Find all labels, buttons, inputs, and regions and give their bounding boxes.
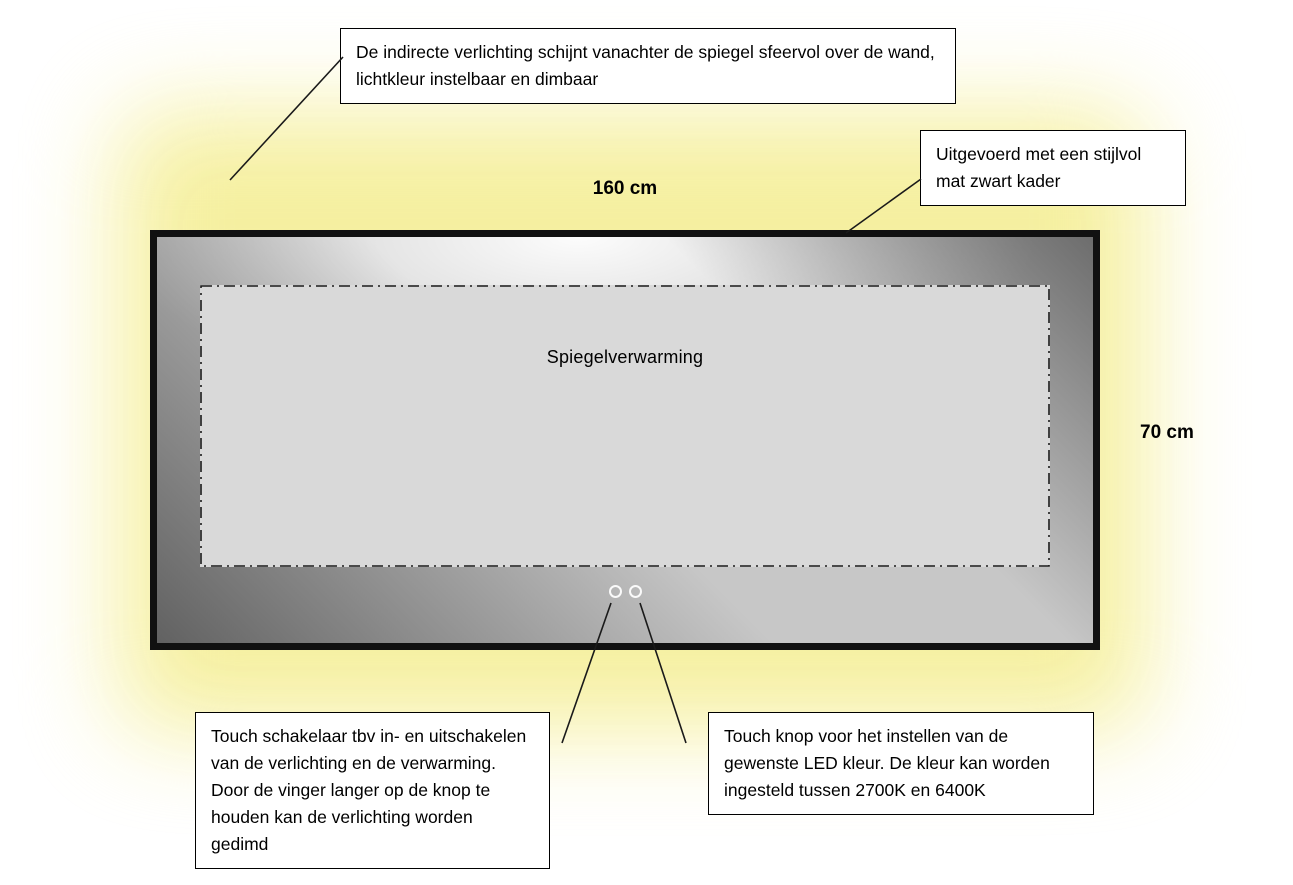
heating-label: Spiegelverwarming	[546, 347, 704, 367]
touch-color-button	[629, 585, 642, 598]
width-dimension-label: 160 cm	[592, 178, 658, 199]
mirror: Spiegelverwarming	[150, 230, 1100, 650]
mirror-heating-area: Spiegelverwarming	[200, 285, 1050, 567]
annotation-frame: Uitgevoerd met een stijlvol mat zwart ka…	[920, 130, 1186, 206]
annotation-touch-color: Touch knop voor het instellen van de gew…	[708, 712, 1094, 815]
annotation-touch-switch: Touch schakelaar tbv in- en uitschakelen…	[195, 712, 550, 869]
heating-area-dashdot-border	[200, 285, 1050, 567]
touch-buttons	[609, 585, 642, 598]
height-dimension-label: 70 cm	[1140, 422, 1194, 443]
touch-switch-button	[609, 585, 622, 598]
annotation-indirect-light: De indirecte verlichting schijnt vanacht…	[340, 28, 956, 104]
